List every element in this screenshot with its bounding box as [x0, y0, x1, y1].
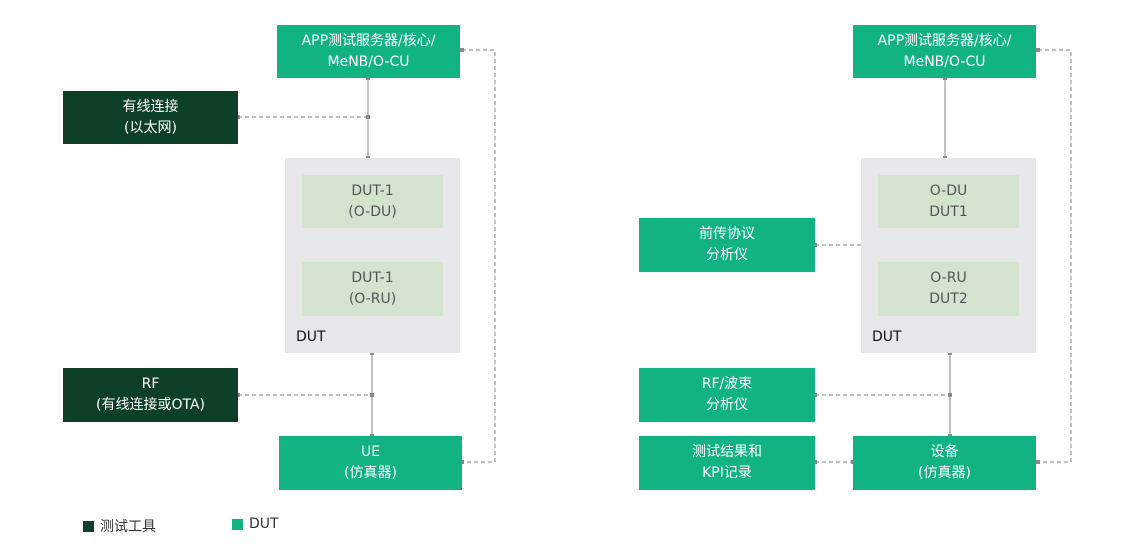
results-kpi-box: 测试结果和 KPI记录 — [639, 436, 815, 490]
legend-dut: DUT — [232, 516, 279, 532]
oru-dut2-block: O-RU DUT2 — [878, 262, 1019, 316]
app-test-server-box-right: APP测试服务器/核心/ MeNB/O-CU — [853, 25, 1036, 78]
ue-emulator-box: UE (仿真器) — [279, 436, 462, 490]
legend-test-tool: 测试工具 — [83, 516, 156, 536]
dut-container-label-right: DUT — [872, 329, 902, 345]
dut1-odu-block: DUT-1 (O-DU) — [302, 175, 443, 228]
fronthaul-analyzer-box: 前传协议 分析仪 — [639, 218, 815, 272]
dut1-oru-block: DUT-1 (O-RU) — [302, 262, 443, 316]
rf-beam-analyzer-box: RF/波束 分析仪 — [639, 368, 815, 422]
dut-container-label: DUT — [296, 329, 326, 345]
app-test-server-box: APP测试服务器/核心/ MeNB/O-CU — [277, 25, 460, 78]
odu-dut1-block: O-DU DUT1 — [878, 175, 1019, 228]
legend-dut-swatch — [232, 518, 243, 530]
legend-tool-label: 测试工具 — [100, 519, 156, 535]
server-ue-dashed-loop — [462, 49, 496, 463]
legend-tool-swatch — [83, 520, 94, 532]
server-device-dashed-loop — [1038, 49, 1072, 463]
rf-tool-box: RF (有线连接或OTA) — [63, 368, 238, 422]
legend-dut-label: DUT — [249, 516, 279, 532]
device-emulator-box: 设备 (仿真器) — [853, 436, 1036, 490]
wired-connection-tool-box: 有线连接 (以太网) — [63, 91, 238, 144]
